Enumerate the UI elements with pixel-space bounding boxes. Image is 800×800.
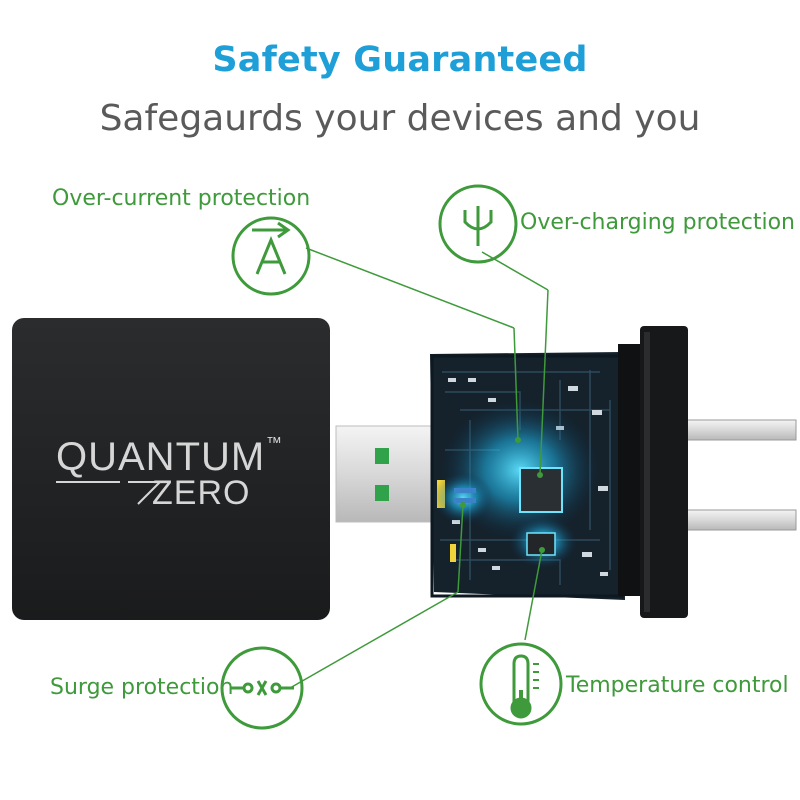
- page-title: Safety Guaranteed: [212, 40, 588, 80]
- ammeter-icon: [231, 216, 311, 296]
- page-subtitle: Safegaurds your devices and you: [99, 98, 701, 139]
- battery-plug-icon: [438, 184, 518, 264]
- label-surge: Surge protection: [50, 675, 234, 700]
- switch-icon: [220, 646, 304, 730]
- brand-logo: QUANTUM ™ ZERO: [56, 435, 282, 512]
- label-over-charging: Over-charging protection: [520, 210, 795, 235]
- circuit-board: [430, 352, 625, 600]
- thermometer-icon: [479, 642, 563, 726]
- callout-lines: [289, 247, 549, 689]
- brand-line2: ZERO: [152, 474, 250, 512]
- label-temperature: Temperature control: [566, 673, 789, 698]
- usb-connector: [335, 425, 437, 523]
- plug-prongs: [679, 419, 797, 531]
- plug-housing: [618, 326, 688, 618]
- brand-trademark: ™: [266, 435, 282, 452]
- callout-dots: [460, 437, 545, 553]
- brand-line1: QUANTUM: [56, 435, 265, 479]
- charger-body: [12, 318, 330, 620]
- label-over-current: Over-current protection: [52, 186, 311, 211]
